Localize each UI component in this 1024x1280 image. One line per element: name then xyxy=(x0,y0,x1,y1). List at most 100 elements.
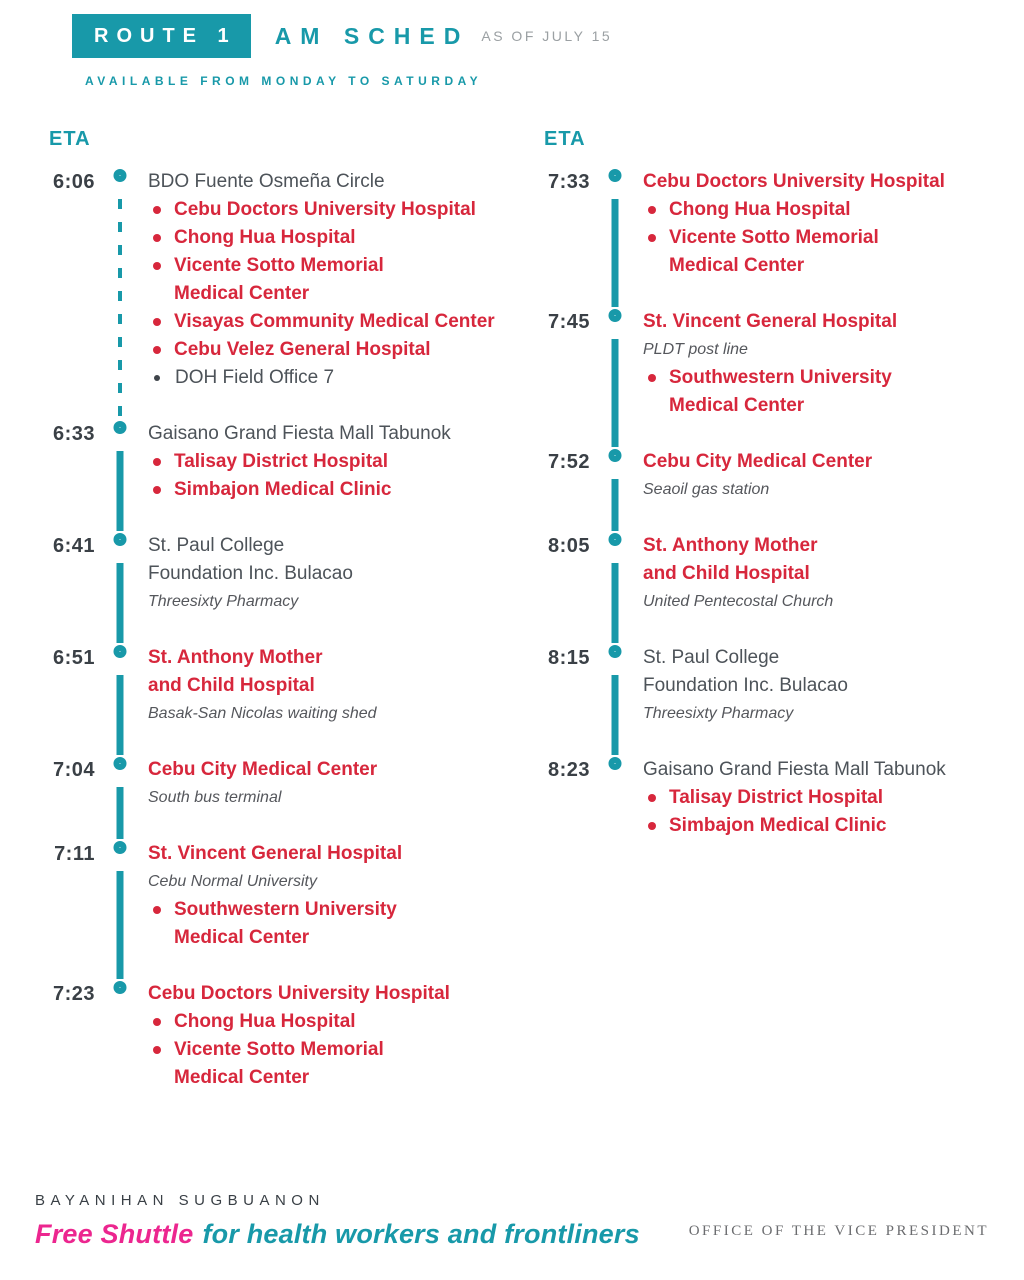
stop-title: Cebu City Medical Center xyxy=(643,448,989,476)
timeline-connector xyxy=(118,199,122,419)
dropoff-text: Simbajon Medical Clinic xyxy=(669,812,887,840)
timeline-rail xyxy=(95,980,145,1092)
dropoff-item: DOH Field Office 7 xyxy=(153,364,530,392)
text-line: Vicente Sotto Memorial xyxy=(669,227,879,248)
eta-header-left: ETA xyxy=(49,128,91,150)
availability-note: AVAILABLE FROM MONDAY TO SATURDAY xyxy=(85,74,483,88)
stop-landmark: Threesixty Pharmacy xyxy=(148,593,299,610)
stop-landmark: United Pentecostal Church xyxy=(643,593,834,610)
dropoff-item: Chong Hua Hospital xyxy=(153,224,530,252)
text-line: Medical Center xyxy=(669,255,805,276)
dropoff-item: Visayas Community Medical Center xyxy=(153,308,530,336)
eta-time: 7:23 xyxy=(52,983,95,1005)
timeline-rail xyxy=(590,448,640,531)
eta-time: 7:52 xyxy=(547,451,590,473)
timeline-rail xyxy=(590,756,640,840)
text-line: Simbajon Medical Clinic xyxy=(174,479,392,500)
stop-landmark: Cebu Normal University xyxy=(148,873,317,890)
timeline-node xyxy=(113,841,127,854)
text-line: Medical Center xyxy=(174,1067,310,1088)
timeline-node xyxy=(608,533,622,546)
stop-landmark: Seaoil gas station xyxy=(643,481,770,498)
stop-landmark: South bus terminal xyxy=(148,789,282,806)
dropoff-text: Visayas Community Medical Center xyxy=(174,308,495,336)
stop-title: Cebu Doctors University Hospital xyxy=(148,980,530,1008)
timeline-rail xyxy=(590,168,640,307)
dropoff-text: Talisay District Hospital xyxy=(174,448,388,476)
dropoff-text: Cebu Doctors University Hospital xyxy=(174,196,476,224)
stop-title: Cebu Doctors University Hospital xyxy=(643,168,989,196)
text-line: Medical Center xyxy=(669,395,805,416)
stop-title: Gaisano Grand Fiesta Mall Tabunok xyxy=(643,756,989,784)
bullet-dot xyxy=(153,1018,161,1026)
timeline-node xyxy=(113,533,127,546)
bullet-dot xyxy=(153,262,161,270)
stop-landmark: Basak-San Nicolas waiting shed xyxy=(148,705,377,722)
poster-header: ROUTE 1 AM SCHED AS OF JULY 15 AVAILABLE… xyxy=(35,14,989,88)
dropoff-item: Chong Hua Hospital xyxy=(153,1008,530,1036)
text-line: Foundation Inc. Bulacao xyxy=(643,675,848,696)
timeline-node xyxy=(113,645,127,658)
dropoff-item: Simbajon Medical Clinic xyxy=(648,812,989,840)
eta-time: 6:06 xyxy=(52,171,95,193)
timeline-connector xyxy=(116,675,124,755)
office-label: OFFICE OF THE VICE PRESIDENT xyxy=(688,1223,989,1239)
timeline-connector xyxy=(116,871,124,979)
timeline-connector xyxy=(116,787,124,839)
timeline-node xyxy=(113,981,127,994)
stop-landmark: PLDT post line xyxy=(643,341,748,358)
bullet-dot xyxy=(154,375,160,381)
text-line: Vicente Sotto Memorial xyxy=(174,255,384,276)
text-line: Chong Hua Hospital xyxy=(174,1011,356,1032)
eta-time: 6:51 xyxy=(52,647,95,669)
timeline-rail xyxy=(590,532,640,643)
stop-title: Cebu City Medical Center xyxy=(148,756,530,784)
text-line: Cebu Doctors University Hospital xyxy=(148,983,450,1004)
bullet-dot xyxy=(153,458,161,466)
timeline-connector xyxy=(116,451,124,531)
text-line: St. Vincent General Hospital xyxy=(643,311,898,332)
timeline-node xyxy=(608,449,622,462)
bullet-dot xyxy=(153,318,161,326)
text-line: Cebu City Medical Center xyxy=(148,759,378,780)
text-line: Foundation Inc. Bulacao xyxy=(148,563,353,584)
text-line: and Child Hospital xyxy=(643,563,810,584)
dropoff-text: Chong Hua Hospital xyxy=(174,1008,356,1036)
dropoff-text: Chong Hua Hospital xyxy=(669,196,851,224)
bullet-dot xyxy=(648,206,656,214)
text-line: Gaisano Grand Fiesta Mall Tabunok xyxy=(148,423,451,444)
stop-title: BDO Fuente Osmeña Circle xyxy=(148,168,530,196)
dropoff-text: Simbajon Medical Clinic xyxy=(174,476,392,504)
dropoff-text: Talisay District Hospital xyxy=(669,784,883,812)
timeline-rail xyxy=(590,308,640,447)
text-line: Chong Hua Hospital xyxy=(669,199,851,220)
stop-landmark: Threesixty Pharmacy xyxy=(643,705,794,722)
text-line: St. Paul College xyxy=(148,535,285,556)
stop-title: Gaisano Grand Fiesta Mall Tabunok xyxy=(148,420,530,448)
text-line: St. Anthony Mother xyxy=(148,647,323,668)
sched-title: AM SCHED xyxy=(274,22,470,49)
timeline-node xyxy=(608,169,622,182)
timeline-rail xyxy=(95,756,145,839)
timeline-rail xyxy=(95,168,145,419)
